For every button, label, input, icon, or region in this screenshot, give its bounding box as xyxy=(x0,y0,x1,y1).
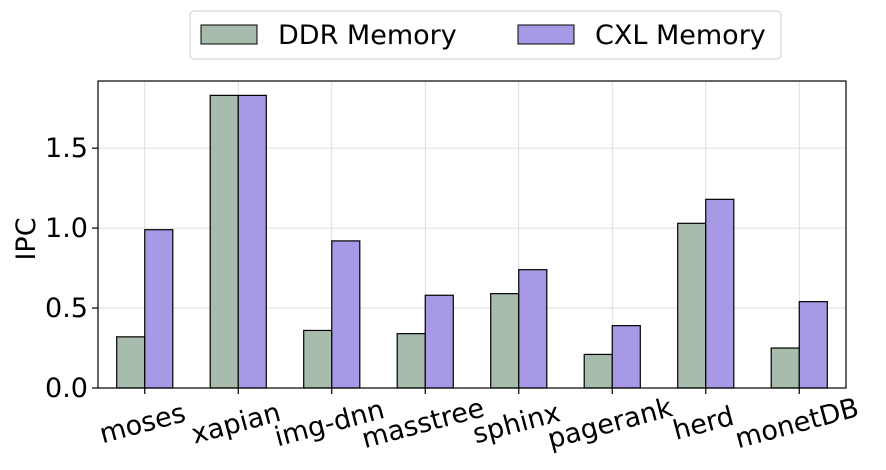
bar-cxl-moses xyxy=(144,229,174,389)
bar-ddr-herd xyxy=(677,222,707,389)
x-tick-label: monetDB xyxy=(732,392,862,455)
bar-cxl-herd xyxy=(705,198,735,389)
bar-ddr-sphinx xyxy=(490,293,520,389)
bar-cxl-masstree xyxy=(424,294,454,389)
bar-ddr-xapian xyxy=(209,94,239,389)
bar-cxl-img-dnn xyxy=(331,240,361,389)
y-axis-label: IPC xyxy=(11,217,42,260)
bar-cxl-pagerank xyxy=(611,325,641,389)
bar-cxl-monetDB xyxy=(798,301,828,389)
legend: DDR Memory CXL Memory xyxy=(189,10,782,60)
y-tick-label: 1.5 xyxy=(45,133,88,164)
bar-ddr-monetDB xyxy=(770,347,800,389)
bars xyxy=(116,94,828,389)
legend-swatch-cxl xyxy=(517,24,575,45)
legend-swatch-ddr xyxy=(200,24,258,45)
bar-ddr-pagerank xyxy=(583,353,613,389)
bar-ddr-img-dnn xyxy=(303,329,333,389)
y-tick-label: 1.0 xyxy=(45,213,88,244)
bar-cxl-sphinx xyxy=(518,269,548,389)
plot-frame xyxy=(97,80,847,389)
y-tick-label: 0.0 xyxy=(45,373,88,404)
bar-cxl-xapian xyxy=(237,94,267,389)
x-tick-label: herd xyxy=(670,401,737,447)
y-tick-label: 0.5 xyxy=(45,293,88,324)
x-tick-label: pagerank xyxy=(544,392,676,455)
bar-ddr-masstree xyxy=(396,333,426,389)
x-tick-label: xapian xyxy=(188,397,284,450)
legend-label-cxl: CXL Memory xyxy=(595,20,766,51)
legend-label-ddr: DDR Memory xyxy=(278,20,457,51)
bar-ddr-moses xyxy=(116,336,146,389)
x-tick-label: moses xyxy=(96,397,189,450)
legend-frame xyxy=(189,10,782,60)
